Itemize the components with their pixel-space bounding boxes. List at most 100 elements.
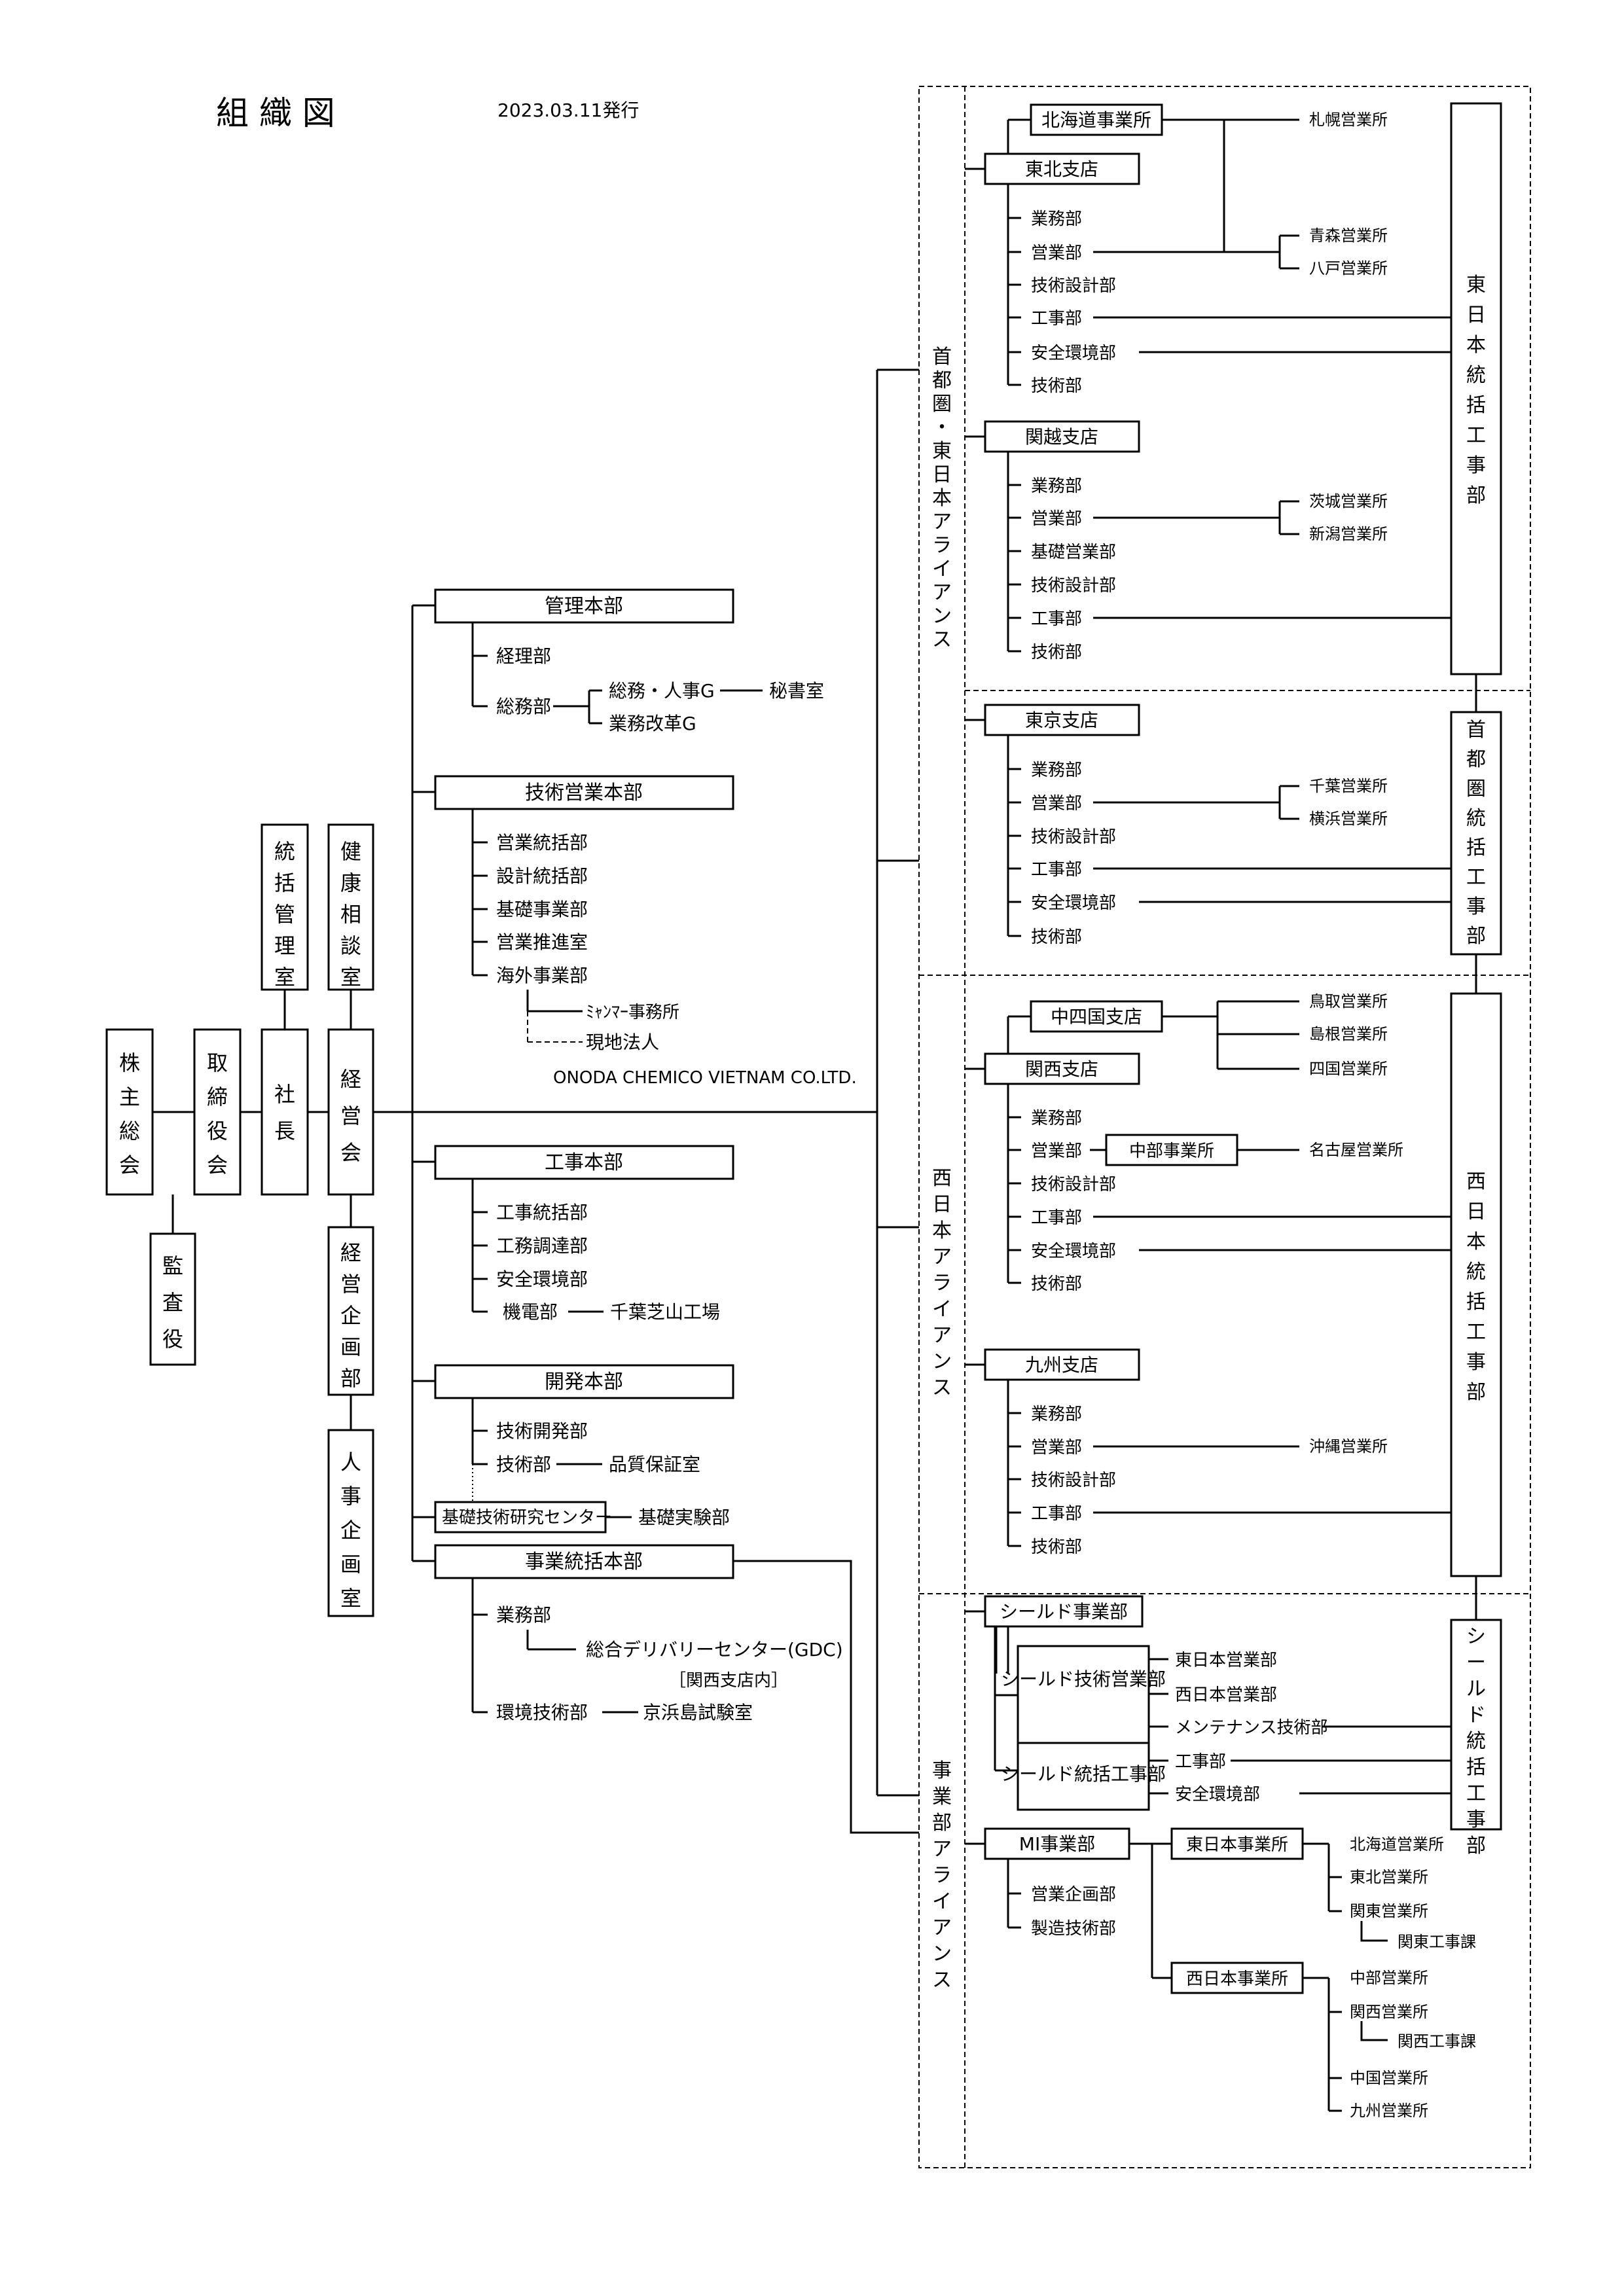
tokyo-item: 業務部 — [1031, 761, 1082, 780]
mi-item: 営業企画部 — [1031, 1885, 1116, 1905]
kanetsu-item: 技術部 — [1031, 643, 1082, 662]
kansai-item: 営業部 — [1031, 1141, 1082, 1161]
mi-west-office: 関西営業所 — [1350, 2003, 1428, 2021]
research-lab: 基礎実験部 — [638, 1507, 730, 1528]
shield-division: シールド事業部 シールド技術営業部 シールド統括工事部 東日本営業部 西日本営業… — [965, 1595, 1451, 1811]
mi-name: MI事業部 — [1019, 1833, 1095, 1855]
kanetsu-item: 工事部 — [1031, 609, 1082, 629]
west-hq-label: 西日本統括工事部 — [1466, 1170, 1486, 1404]
west-hq-box: 西日本統括工事部 — [1450, 992, 1502, 1577]
construction-label: 工事本部 — [545, 1151, 623, 1174]
admin-keiri: 経理部 — [496, 645, 551, 667]
planning-dept-label: 経営企画部 — [340, 1240, 361, 1391]
research-center: 基礎技術研究センター — [442, 1508, 612, 1528]
shield-sales-box: シールド技術営業部 — [1001, 1668, 1166, 1690]
tohoku-item: 技術部 — [1031, 376, 1082, 396]
biz-keihin: 京浜島試験室 — [643, 1702, 753, 1723]
shield-hq-box: シールド統括工事部 — [1450, 1619, 1502, 1857]
shield-hq-label: シールド統括工事部 — [1466, 1625, 1486, 1857]
tech-sales-item: 設計統括部 — [496, 865, 588, 887]
tohoku-office: 青森営業所 — [1309, 226, 1388, 245]
hr-planning-label: 人事企画室 — [340, 1450, 361, 1611]
mi-east-office: 関東営業所 — [1350, 1902, 1428, 1920]
mgmt-meeting-box: 経営会 — [327, 1028, 374, 1196]
admin-gyomu-kaikaku: 業務改革G — [609, 713, 696, 734]
tech-sales-item: 基礎事業部 — [496, 899, 588, 920]
mi-item: 製造技術部 — [1031, 1919, 1116, 1939]
admin-division-label: 管理本部 — [545, 595, 623, 618]
issue-date: 2023.03.11発行 — [497, 99, 639, 121]
kansai-item: 業務部 — [1031, 1109, 1082, 1128]
mi-west: 西日本事業所 — [1186, 1969, 1288, 1989]
board-box: 取締役会 — [193, 1028, 242, 1196]
biz-gdc-note: ［関西支店内］ — [669, 1671, 788, 1691]
chart-title: 組 織 図 — [216, 94, 335, 132]
tokyo-item: 技術部 — [1031, 927, 1082, 947]
admin-somu: 総務部 — [496, 696, 551, 717]
tohoku-branch: 北海道事業所 札幌営業所 東北支店 業務部 営業部 技術設計部 工事部 安全環境… — [965, 103, 1451, 396]
auditor-label: 監査役 — [162, 1253, 183, 1352]
kanetsu-office: 新潟営業所 — [1309, 525, 1388, 543]
tohoku-item: 営業部 — [1031, 243, 1082, 263]
kansai-branch: 中四国支店 鳥取営業所 島根営業所 四国営業所 関西支店 業務部 営業部 技術設… — [965, 992, 1451, 1294]
sapporo-office: 札幌営業所 — [1309, 111, 1388, 129]
tokyo-office: 千葉営業所 — [1309, 777, 1388, 795]
tohoku-item: 業務部 — [1031, 209, 1082, 229]
chubu-office: 中部事業所 — [1129, 1141, 1214, 1161]
shield-const-item: 安全環境部 — [1175, 1785, 1260, 1804]
tohoku-item: 工事部 — [1031, 309, 1082, 329]
kanetsu-name: 関越支店 — [1025, 426, 1098, 448]
mi-east: 東日本事業所 — [1186, 1835, 1288, 1855]
kansai-item: 工事部 — [1031, 1208, 1082, 1228]
west-alliance-label: 西日本アライアンス — [932, 1167, 952, 1399]
capital-hq-box: 首都圏統括工事部 — [1450, 711, 1502, 956]
hr-planning-box: 人事企画室 — [327, 1429, 374, 1617]
tohoku-office: 八戸営業所 — [1309, 259, 1388, 278]
shareholders-box: 株主総会 — [105, 1028, 154, 1196]
capital-hq-label: 首都圏統括工事部 — [1466, 719, 1486, 948]
east-hq-box: 東日本統括工事部 — [1450, 102, 1502, 675]
chushikoku-office: 島根営業所 — [1309, 1025, 1388, 1043]
tohoku-item: 技術設計部 — [1031, 276, 1116, 296]
shield-sales-item: 西日本営業部 — [1175, 1685, 1277, 1705]
biz-env: 環境技術部 — [496, 1702, 588, 1723]
mi-west-office: 中部営業所 — [1350, 1969, 1428, 1987]
kansai-item: 技術部 — [1031, 1274, 1082, 1294]
shareholders-label: 株主総会 — [119, 1050, 140, 1177]
biz-alliance-label: 事業部アライアンス — [932, 1759, 952, 1992]
tokyo-item: 工事部 — [1031, 860, 1082, 880]
biz-gdc: 総合デリバリーセンター(GDC) — [586, 1639, 843, 1660]
mi-east-office: 東北営業所 — [1350, 1868, 1428, 1886]
mi-east-office: 北海道営業所 — [1350, 1835, 1444, 1854]
tohoku-item: 安全環境部 — [1031, 344, 1116, 363]
kyushu-name: 九州支店 — [1025, 1354, 1098, 1376]
construction-item: 安全環境部 — [496, 1268, 588, 1290]
president-label: 社長 — [274, 1082, 295, 1143]
shield-sales-item: メンテナンス技術部 — [1175, 1718, 1327, 1738]
mi-west-office: 中国営業所 — [1350, 2069, 1428, 2087]
board-label: 取締役会 — [207, 1050, 228, 1177]
mgmt-meeting-label: 経営会 — [340, 1067, 361, 1165]
tech-sales-item: 海外事業部 — [496, 965, 588, 986]
tech-sales-item: 営業推進室 — [496, 931, 588, 953]
shield-const-box: シールド統括工事部 — [1001, 1763, 1166, 1785]
shield-name: シールド事業部 — [1000, 1601, 1128, 1623]
kansai-item: 安全環境部 — [1031, 1242, 1116, 1261]
tech-sales-division: 技術営業本部 営業統括部 設計統括部 基礎事業部 営業推進室 海外事業部 ﾐｬﾝ… — [412, 775, 857, 1088]
hokkaido-office: 北海道事業所 — [1041, 109, 1151, 131]
tohoku-name: 東北支店 — [1025, 158, 1098, 180]
tech-sales-item: 営業統括部 — [496, 832, 588, 853]
president-box: 社長 — [261, 1028, 309, 1196]
tokyo-item: 技術設計部 — [1031, 827, 1116, 847]
chiba-factory: 千葉芝山工場 — [610, 1301, 720, 1323]
tokyo-name: 東京支店 — [1025, 709, 1098, 731]
admin-somu-jinji: 総務・人事G — [609, 680, 715, 702]
construction-item: 工務調達部 — [496, 1235, 588, 1257]
construction-item: 機電部 — [503, 1301, 558, 1323]
dev-division: 開発本部 技術開発部 技術部 品質保証室 基礎技術研究センター 基礎実験部 — [412, 1364, 734, 1534]
kyushu-branch: 九州支店 業務部 営業部 技術設計部 工事部 技術部 沖縄営業所 — [965, 1348, 1451, 1557]
kyushu-item: 業務部 — [1031, 1405, 1082, 1424]
construction-item: 工事統括部 — [496, 1202, 588, 1223]
planning-dept-box: 経営企画部 — [327, 1226, 374, 1396]
